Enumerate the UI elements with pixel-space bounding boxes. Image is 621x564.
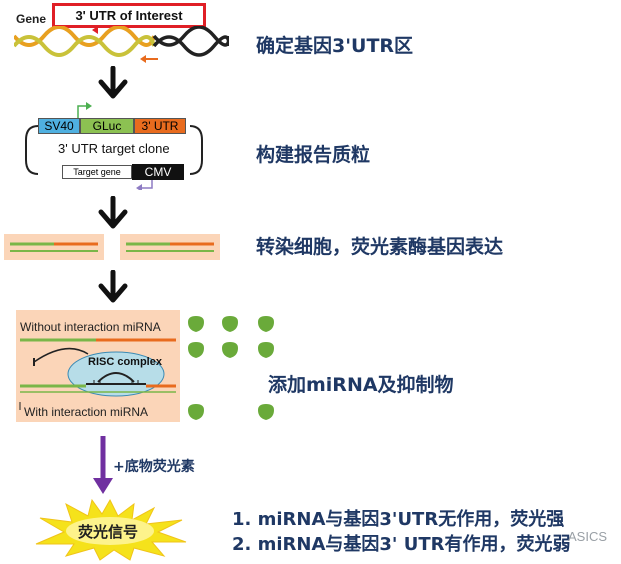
helix-strand-c — [152, 26, 229, 47]
drop-6 — [258, 342, 274, 358]
inhibition-arrow — [33, 347, 89, 363]
drop-1 — [188, 316, 204, 332]
drop-2 — [222, 316, 238, 332]
drop-5 — [222, 342, 238, 358]
step3-caption: 转染细胞，荧光素酶基因表达 — [256, 236, 504, 258]
drop-4 — [188, 342, 204, 358]
step2-caption: 构建报告质粒 — [256, 144, 371, 166]
luminescence-drops — [188, 316, 274, 420]
result-1: 1. miRNA与基因3'UTR无作用，荧光强 — [232, 509, 565, 530]
sv40-segment: SV40 — [38, 118, 80, 134]
gene-label: Gene — [16, 12, 47, 26]
plasmid-outline — [25, 102, 203, 190]
watermark: ASICS — [568, 529, 608, 544]
drop-7 — [188, 404, 204, 420]
mirna-panel: Without interaction miRNA RISC complex W… — [16, 310, 180, 422]
transfected-construct-1 — [4, 234, 104, 260]
gluc-segment: GLuc — [80, 118, 134, 134]
promoter-arrow — [77, 105, 88, 118]
result-2: 2. miRNA与基因3' UTR有作用，荧光弱 — [232, 534, 571, 555]
with-interaction-label: With interaction miRNA — [24, 405, 149, 419]
dna-helix — [14, 26, 229, 63]
mirna-interaction-graphic — [19, 338, 176, 410]
fluorescence-signal-label: 荧光信号 — [78, 523, 139, 541]
helix-strand-a — [14, 26, 156, 47]
step1-caption: 确定基因3'UTR区 — [256, 35, 414, 57]
orange-marker-arrow — [140, 55, 146, 63]
red-marker-arrow — [92, 26, 98, 34]
down-arrow-3 — [98, 270, 128, 303]
down-arrow-2 — [98, 196, 128, 229]
cmv-arrow — [140, 180, 153, 189]
cmv-segment: CMV — [132, 164, 184, 180]
step4-caption: 添加miRNA及抑制物 — [268, 374, 454, 396]
substrate-arrow — [93, 436, 113, 494]
risc-complex-label: RISC complex — [88, 356, 162, 368]
clone-label: 3' UTR target clone — [58, 141, 170, 156]
transfected-construct-2 — [120, 234, 220, 260]
substrate-label: +底物荧光素 — [113, 459, 195, 475]
down-arrow-1 — [98, 66, 128, 99]
helix-strand-d — [152, 35, 229, 57]
utr-segment: 3' UTR — [134, 118, 186, 134]
utr-of-interest-box: 3' UTR of Interest — [52, 3, 206, 28]
target-gene-segment: Target gene — [62, 165, 132, 179]
drop-8 — [258, 404, 274, 420]
drop-3 — [258, 316, 274, 332]
helix-strand-b — [14, 35, 156, 57]
without-interaction-label: Without interaction miRNA — [20, 320, 161, 334]
fluorescence-star — [35, 498, 187, 561]
